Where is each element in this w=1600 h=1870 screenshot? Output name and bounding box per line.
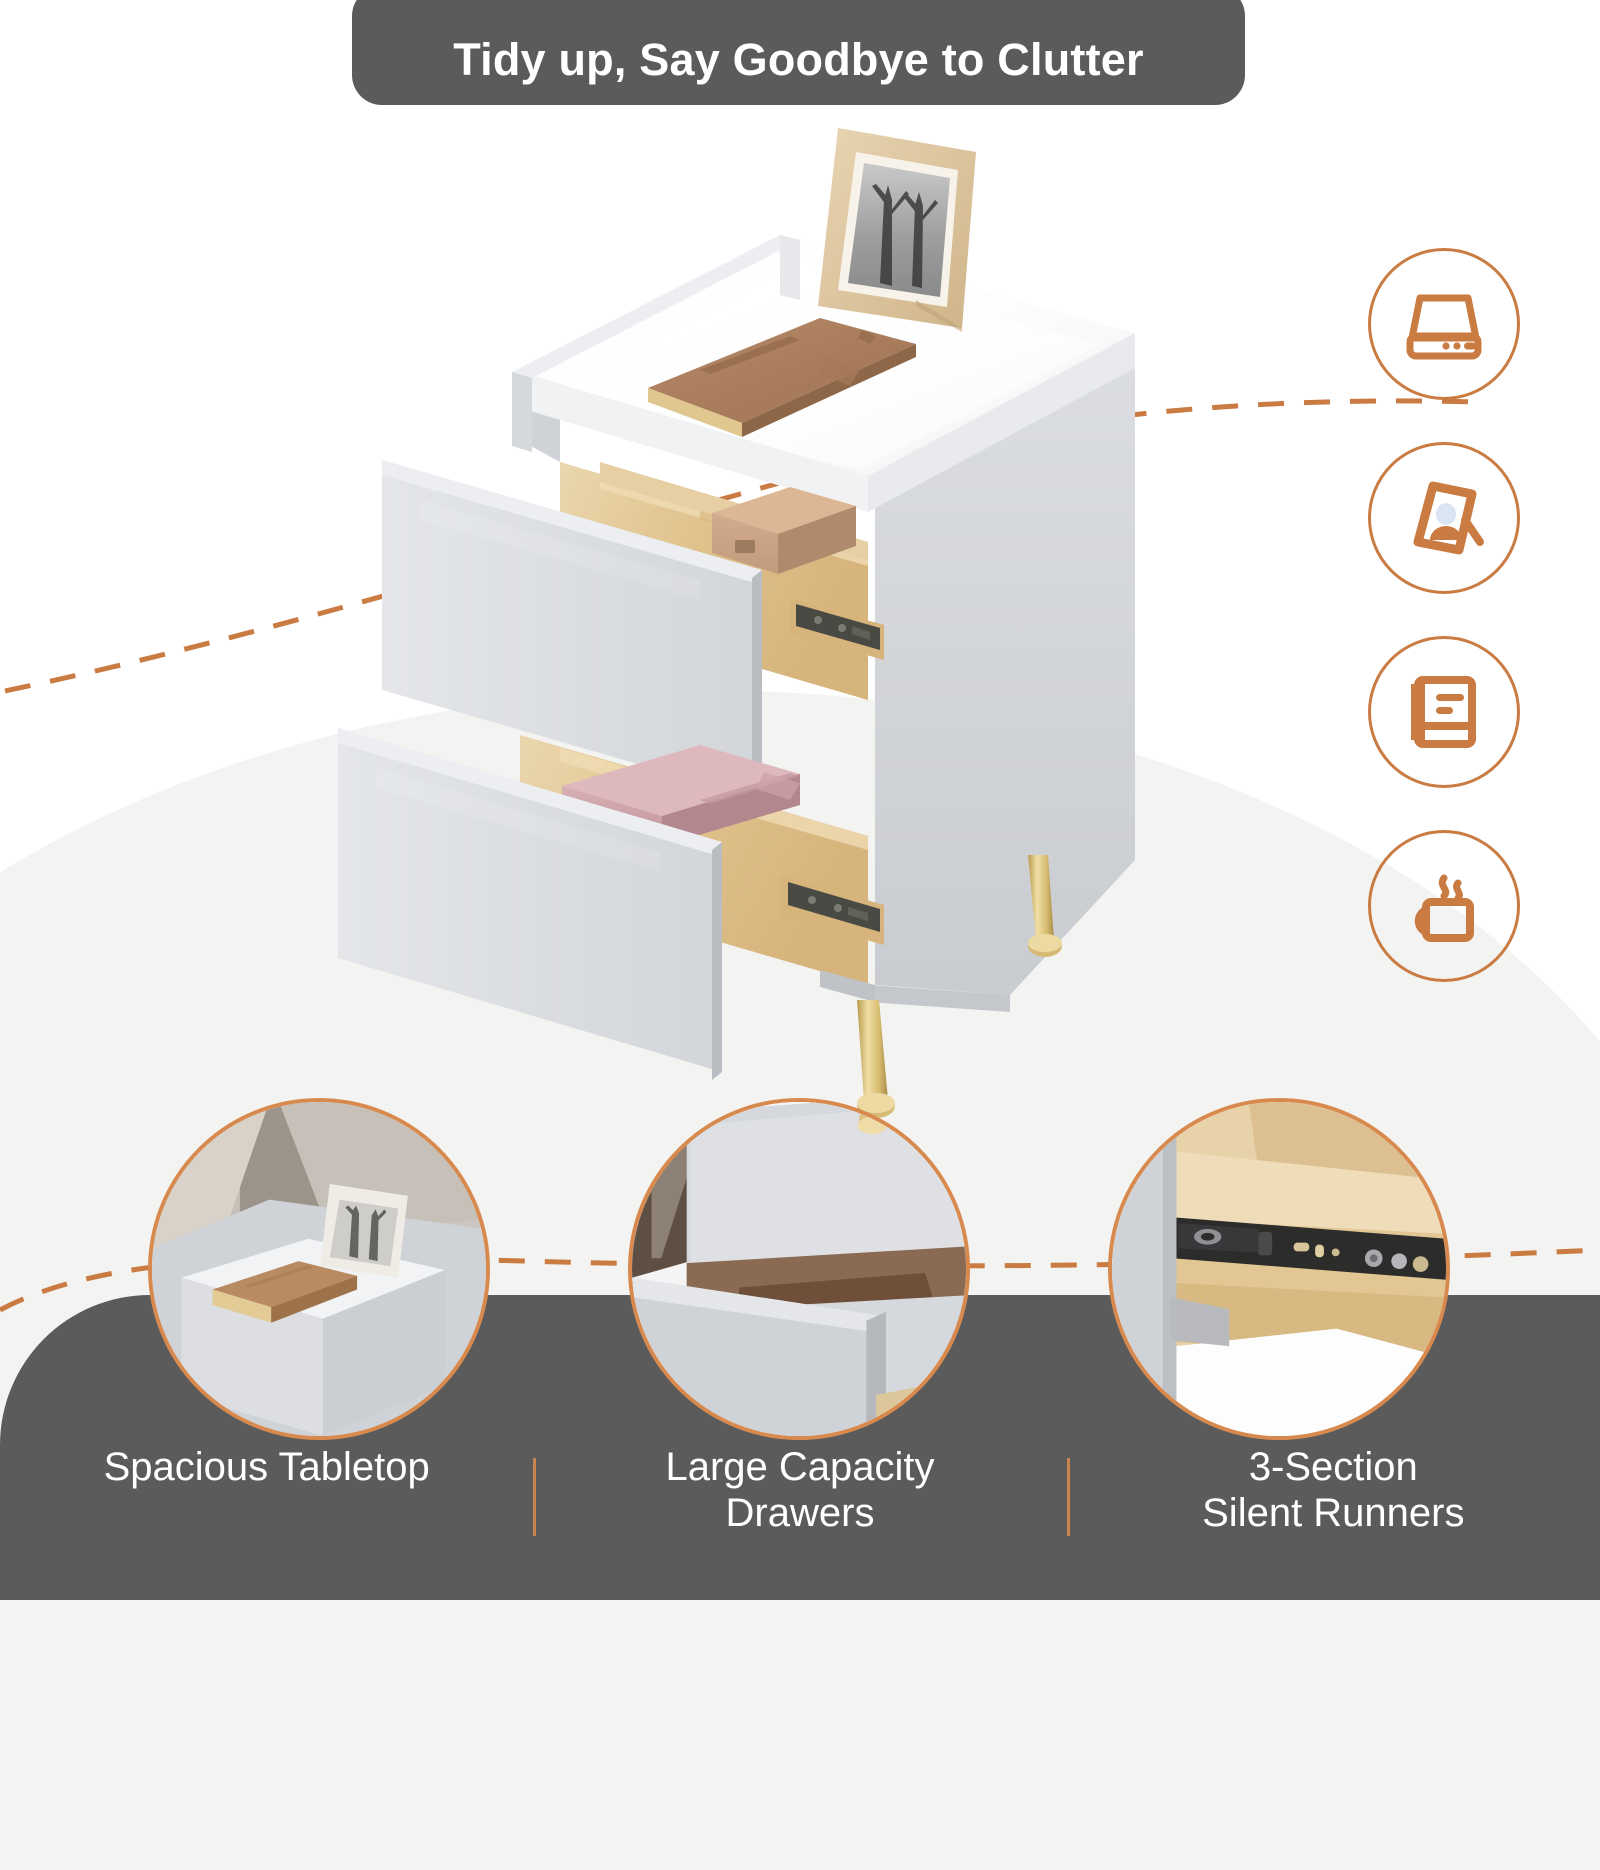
leg-front-left xyxy=(857,1000,895,1118)
detail-circle-tabletop[interactable] xyxy=(148,1098,490,1440)
detail-runners-image xyxy=(1112,1102,1446,1436)
coffee-mug-icon xyxy=(1414,874,1474,942)
caption-tabletop-text: Spacious Tabletop xyxy=(103,1445,430,1489)
banner-title: Tidy up, Say Goodbye to Clutter xyxy=(453,34,1144,85)
picture-frame xyxy=(818,128,976,332)
feature-icon-nightstand[interactable] xyxy=(1368,248,1520,400)
leg-front-right xyxy=(1028,855,1062,957)
caption-divider-1 xyxy=(533,1458,537,1536)
feature-icon-photo-frame[interactable] xyxy=(1368,442,1520,594)
caption-drawers-text: Large Capacity Drawers xyxy=(665,1445,935,1536)
book-icon xyxy=(1411,676,1476,748)
caption-tabletop: Spacious Tabletop xyxy=(0,1440,533,1575)
caption-drawers: Large Capacity Drawers xyxy=(533,1440,1066,1575)
caption-runners-text: 3-Section Silent Runners xyxy=(1202,1445,1465,1536)
caption-runners: 3-Section Silent Runners xyxy=(1066,1440,1600,1575)
drawer-front-bottom xyxy=(338,728,722,1080)
photo-frame-icon xyxy=(1413,481,1484,555)
detail-circle-drawers[interactable] xyxy=(628,1098,970,1440)
detail-circle-runners[interactable] xyxy=(1108,1098,1450,1440)
detail-tabletop-image xyxy=(152,1102,486,1436)
feature-icon-column xyxy=(1368,248,1520,1024)
caption-row: Spacious Tabletop Large Capacity Drawers… xyxy=(0,1440,1600,1575)
detail-drawers-image xyxy=(632,1102,966,1436)
header-banner: Tidy up, Say Goodbye to Clutter xyxy=(352,0,1245,105)
nightstand-icon xyxy=(1406,294,1482,360)
caption-divider-2 xyxy=(1066,1458,1070,1536)
feature-icon-coffee-mug[interactable] xyxy=(1368,830,1520,982)
feature-icon-book[interactable] xyxy=(1368,636,1520,788)
